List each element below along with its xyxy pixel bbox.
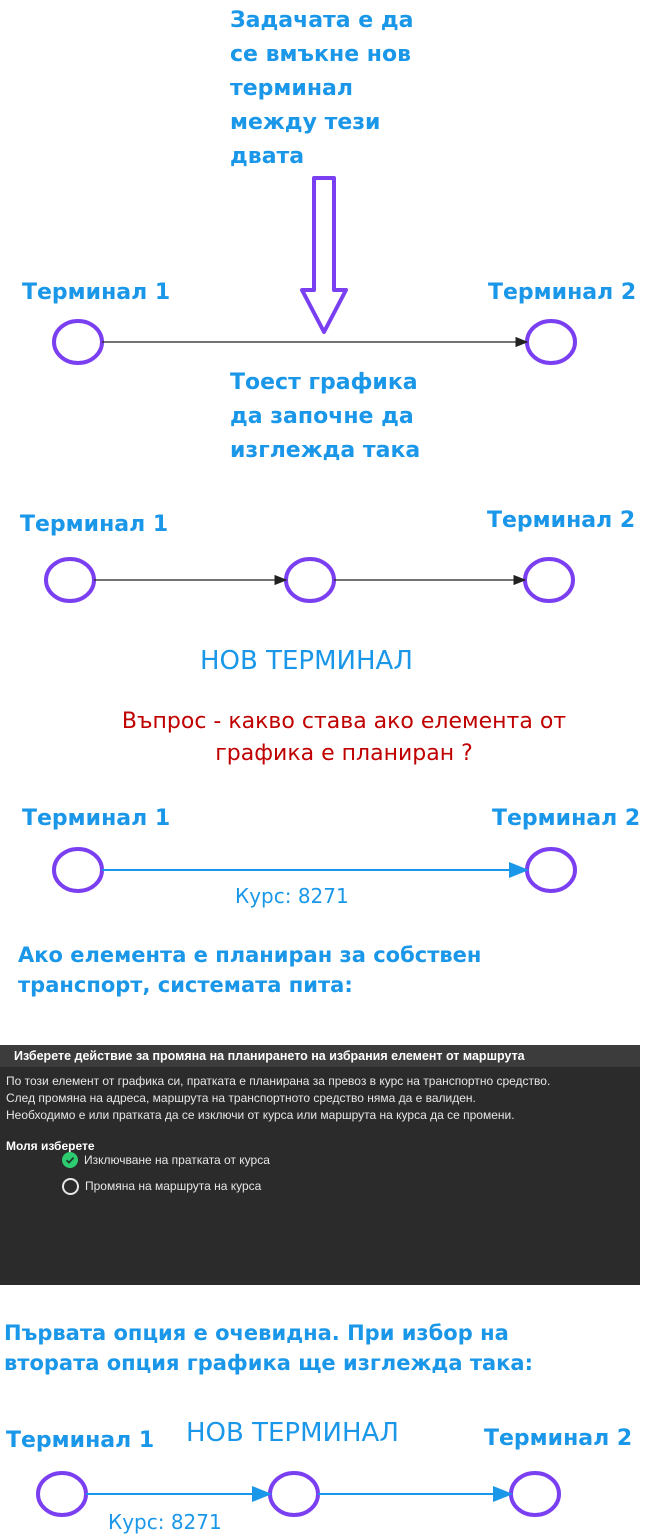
radio-empty-icon [62,1177,79,1195]
dialog-body: По този елемент от графика си, пратката … [0,1067,640,1155]
note-line: изглежда така [230,438,421,463]
option-exclude-shipment[interactable]: Изключване на пратката от курса [62,1151,270,1169]
note-line: Първата опция е очевидна. При избор на [4,1321,509,1345]
terminal2-node [523,557,575,603]
terminal1-node [36,1471,88,1517]
graph-result-note: Тоест графика да започне да изглежда так… [230,366,420,468]
note-line: Ако елемента е планиран за собствен [18,943,482,967]
first-option-note: Първата опция е очевидна. При избор на в… [4,1318,533,1378]
terminal1-label: Терминал 1 [22,806,171,831]
terminal2-label: Терминал 2 [487,508,636,533]
dialog-title: Изберете действие за промяна на планиран… [0,1045,640,1067]
course-label: Курс: 8271 [235,884,349,908]
insert-arrow [300,176,348,334]
terminal1-node [52,847,104,893]
question-note: Въпрос - какво става ако елемента от гра… [64,706,624,770]
new-terminal-node [284,557,336,603]
dialog-prompt: Моля изберете [6,1139,95,1153]
terminal2-label: Терминал 2 [488,280,637,305]
own-transport-note: Ако елемента е планиран за собствен тран… [18,940,481,1000]
note-line: втората опция графика ще изглежда така: [4,1351,533,1375]
dialog-message-line: След промяна на адреса, маршрута на тран… [6,1091,476,1105]
note-line: се вмъкне нов [230,42,412,67]
note-line: Задачата е да [230,8,414,33]
note-line: графика е планиран ? [215,741,473,766]
terminal2-label: Терминал 2 [492,806,641,831]
note-line: терминал [230,76,353,101]
note-line: Въпрос - какво става ако елемента от [121,709,567,734]
insert-task-note: Задачата е да се вмъкне нов терминал меж… [230,4,414,174]
note-line: двата [230,144,305,169]
dialog-message-line: По този елемент от графика си, пратката … [6,1074,551,1088]
terminal1-label: Терминал 1 [6,1428,155,1453]
terminal2-node [525,847,577,893]
terminal2-node [525,319,577,365]
note-line: Тоест графика [230,370,418,395]
new-terminal-label: НОВ ТЕРМИНАЛ [200,646,413,676]
note-line: между тези [230,110,381,135]
terminal1-label: Терминал 1 [20,512,169,537]
option-change-route[interactable]: Промяна на маршрута на курса [62,1177,261,1195]
reschedule-dialog: Изберете действие за промяна на планиран… [0,1045,640,1285]
new-terminal-node [268,1471,320,1517]
note-line: транспорт, системата пита: [18,973,353,997]
terminal2-node [509,1471,561,1517]
terminal1-label: Терминал 1 [22,280,171,305]
new-terminal-label: НОВ ТЕРМИНАЛ [186,1418,399,1448]
check-circle-icon [62,1152,78,1168]
dialog-message-line: Необходимо е или пратката да се изключи … [6,1108,515,1122]
course-label: Курс: 8271 [108,1510,222,1534]
option-label: Изключване на пратката от курса [84,1153,270,1167]
terminal2-label: Терминал 2 [484,1426,633,1451]
option-label: Промяна на маршрута на курса [85,1179,262,1193]
terminal1-node [52,319,104,365]
terminal1-node [44,557,96,603]
note-line: да започне да [230,404,414,429]
